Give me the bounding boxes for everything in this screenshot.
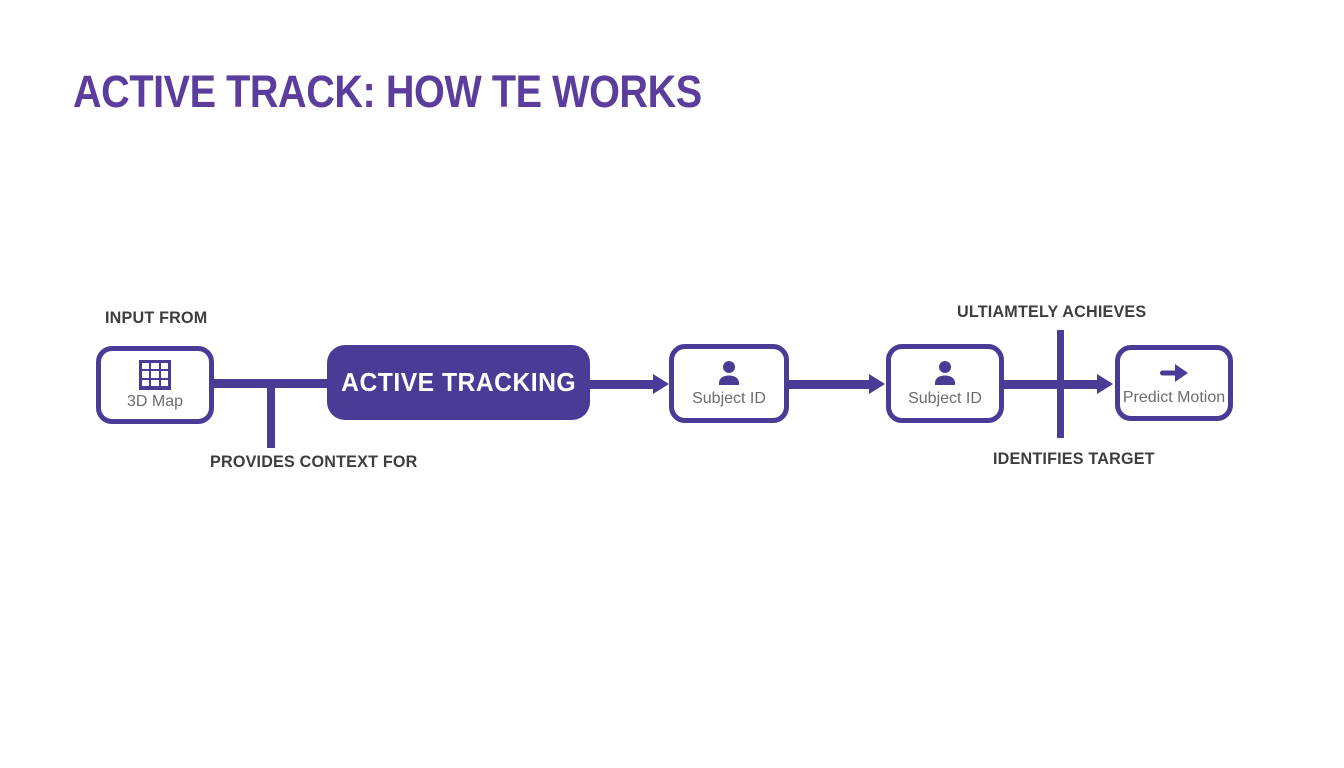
arrowhead-right-icon bbox=[1097, 374, 1113, 394]
arrow-shaft bbox=[788, 379, 869, 389]
node-subject-id-2: Subject ID bbox=[886, 344, 1004, 423]
edge-label-ultiamtely-achieves: ULTIAMTELY ACHIEVES bbox=[957, 302, 1147, 321]
node-label: 3D Map bbox=[126, 392, 184, 410]
arrowhead-right-icon bbox=[869, 374, 885, 394]
connector-drop-provides-context bbox=[267, 388, 275, 448]
arrow-shaft bbox=[589, 379, 653, 389]
node-label: Subject ID bbox=[692, 389, 766, 407]
arrow-right-icon bbox=[1160, 363, 1188, 382]
node-predict-motion: Predict Motion bbox=[1115, 345, 1233, 421]
person-icon bbox=[935, 360, 955, 385]
arrow-activetracking-to-subject1 bbox=[589, 374, 669, 394]
node-3d-map: 3D Map bbox=[96, 346, 214, 424]
edge-label-input-from: INPUT FROM bbox=[105, 308, 208, 327]
arrow-shaft bbox=[1003, 379, 1097, 389]
edge-label-provides-context-for: PROVIDES CONTEXT FOR bbox=[210, 452, 418, 471]
connector-3dmap-to-activetracking bbox=[211, 379, 329, 388]
arrowhead-right-icon bbox=[653, 374, 669, 394]
person-icon bbox=[719, 360, 739, 385]
page-title: ACTIVE TRACK: HOW TE WORKS bbox=[73, 66, 702, 117]
node-active-tracking: ACTIVE TRACKING bbox=[327, 345, 590, 420]
arrow-subject2-to-predictmotion bbox=[1003, 374, 1113, 394]
node-label: Subject ID bbox=[908, 389, 982, 407]
node-label: Predict Motion bbox=[1122, 388, 1226, 406]
node-label: ACTIVE TRACKING bbox=[341, 367, 576, 397]
node-subject-id-1: Subject ID bbox=[669, 344, 789, 423]
grid-icon bbox=[139, 359, 171, 390]
edge-label-identifies-target: IDENTIFIES TARGET bbox=[993, 449, 1155, 468]
arrow-subject1-to-subject2 bbox=[788, 374, 885, 394]
connector-cross-ultimately-achieves bbox=[1057, 330, 1064, 438]
